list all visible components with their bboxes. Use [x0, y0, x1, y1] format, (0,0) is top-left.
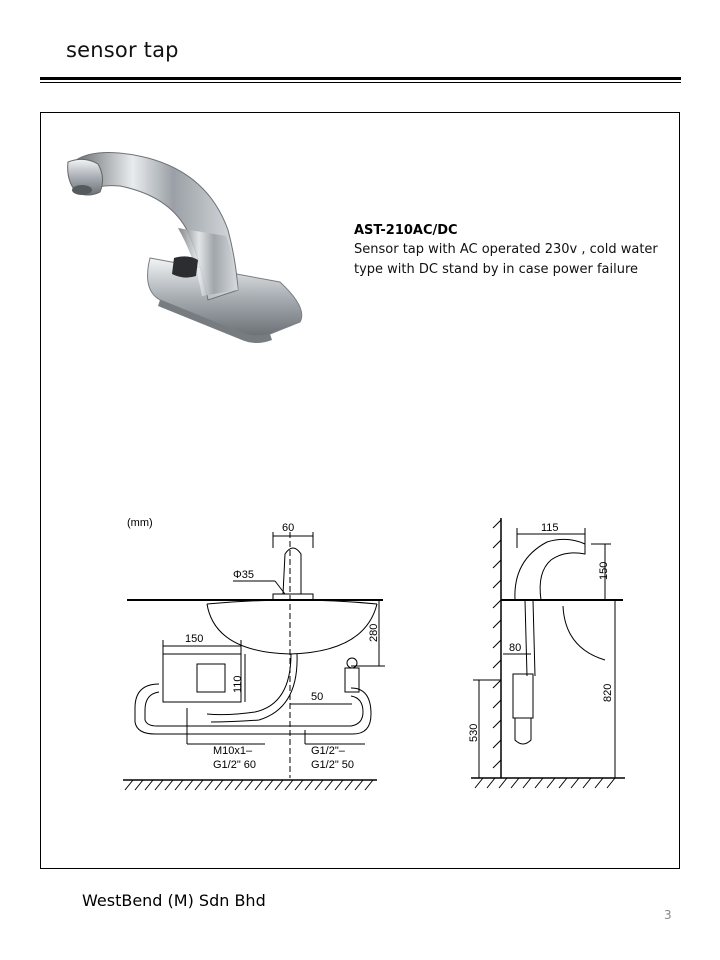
dim-box-offset: 80 [509, 642, 521, 654]
product-description: AST-210AC/DC Sensor tap with AC operated… [354, 222, 674, 280]
side-view: 115 150 80 530 820 [468, 518, 625, 789]
model-code: AST-210AC/DC [354, 223, 458, 238]
dim-box-mount-height: 530 [468, 724, 480, 742]
header-rule-thin [40, 82, 681, 83]
front-view: 60 Φ35 280 150 110 50 M10x1– G1/2" 60 [123, 522, 385, 791]
company-name: WestBend (M) Sdn Bhd [82, 891, 266, 910]
dimension-drawing: (mm) 60 Φ35 280 150 110 [123, 517, 625, 791]
dim-box-width: 150 [185, 633, 203, 645]
description-line-1: Sensor tap with AC operated 230v , cold … [354, 242, 658, 257]
connector-b-line2: G1/2" 50 [311, 759, 354, 771]
connector-b-line1: G1/2"– [311, 745, 346, 757]
dim-diameter: Φ35 [233, 569, 254, 581]
dim-offset: 50 [311, 691, 323, 703]
dim-spout-width: 60 [282, 522, 294, 534]
unit-label: (mm) [127, 517, 153, 529]
description-line-2: type with DC stand by in case power fail… [354, 262, 639, 277]
dim-basin-depth: 280 [368, 624, 380, 642]
page-title: sensor tap [66, 38, 179, 62]
faucet-photo [67, 151, 303, 343]
connector-a-line1: M10x1– [213, 745, 253, 757]
dim-reach: 115 [541, 522, 559, 534]
header-rule-thick [40, 77, 681, 80]
dim-box-height: 110 [232, 675, 244, 693]
page-number: 3 [664, 908, 672, 922]
content-frame [40, 112, 680, 869]
dim-height: 150 [598, 562, 610, 580]
dim-counter-height: 820 [602, 684, 614, 702]
connector-a-line2: G1/2" 60 [213, 759, 256, 771]
